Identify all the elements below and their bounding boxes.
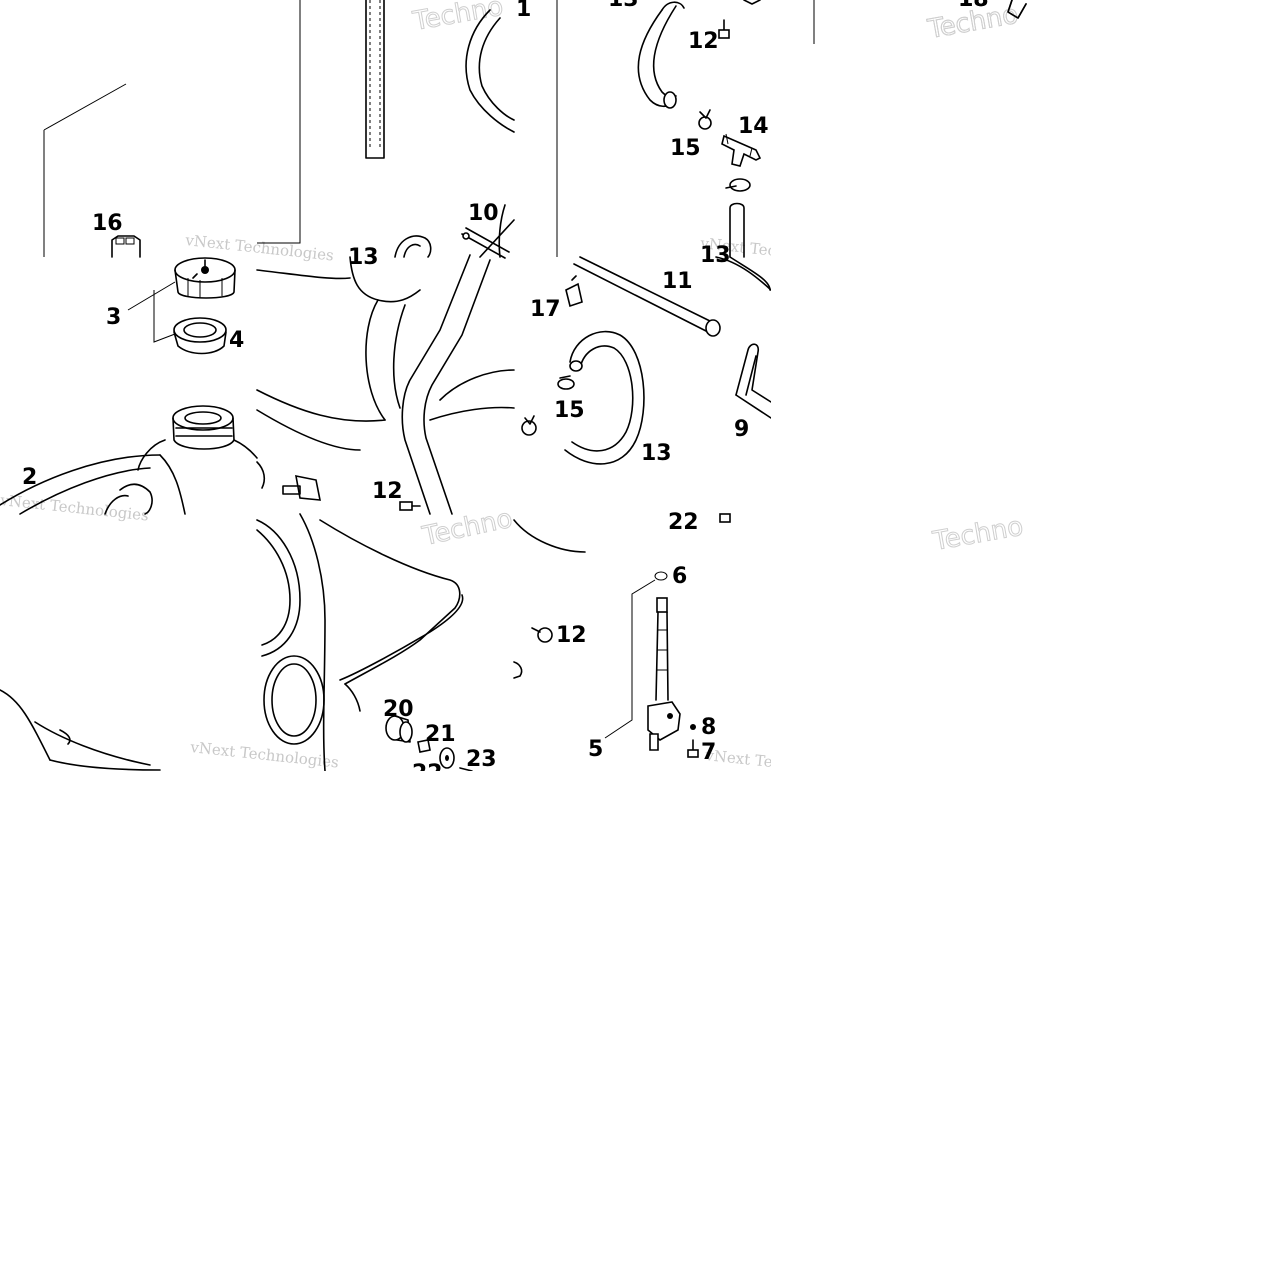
tile-bottom-left <box>0 689 161 771</box>
label-part-5: 5 <box>588 737 603 762</box>
label-part-3: 3 <box>106 305 121 330</box>
clip-part-17 <box>565 275 583 308</box>
label-part-13-center: 13 <box>348 245 379 270</box>
label-part-18: 18 <box>958 0 989 12</box>
label-part-20: 20 <box>383 697 414 722</box>
tile-bottom-right <box>513 513 731 758</box>
label-part-10: 10 <box>468 201 499 226</box>
label-part-21: 21 <box>425 722 456 747</box>
bolt-part-12-left <box>399 501 421 511</box>
tile-bottom-center <box>256 513 473 772</box>
watermark-vnext: vNext Technologies <box>189 738 340 772</box>
tile-center <box>256 219 515 515</box>
label-part-1: 1 <box>516 0 531 22</box>
washer-part-23 <box>439 747 455 769</box>
label-part-9: 9 <box>734 417 749 442</box>
watermark-techno: Techno <box>410 0 505 37</box>
label-part-4: 4 <box>229 328 244 353</box>
part-number-labels: 1 2 3 4 5 6 7 8 9 10 11 12 12 12 13 13 1… <box>22 0 989 786</box>
fuel-cap-part-3 <box>174 257 236 299</box>
tile-top-left <box>43 0 301 258</box>
label-part-2: 2 <box>22 465 37 490</box>
label-part-13-right: 13 <box>641 441 672 466</box>
label-part-13-top: 13 <box>608 0 639 12</box>
label-part-23: 23 <box>466 747 497 772</box>
label-part-22-right: 22 <box>668 510 699 535</box>
label-part-16: 16 <box>92 211 123 236</box>
watermark-techno: Techno <box>419 504 515 552</box>
label-part-17: 17 <box>530 297 561 322</box>
grommet-part-20 <box>385 715 413 743</box>
tile-top-center-left <box>365 0 515 259</box>
rod-part-11 <box>573 256 721 337</box>
tile-middle-left <box>0 257 258 515</box>
tile-top-center-right <box>556 0 1027 291</box>
clamp-small <box>521 415 537 436</box>
label-part-15-mid: 15 <box>554 398 585 423</box>
label-part-6: 6 <box>672 564 687 589</box>
blank-area-right <box>771 44 1285 1285</box>
bushing-part-21 <box>417 739 431 753</box>
label-part-8: 8 <box>701 715 716 740</box>
seal-part-4 <box>173 317 227 355</box>
tile-middle-right <box>521 256 772 465</box>
label-part-18-overlay: 18 <box>958 0 989 12</box>
label-part-14: 14 <box>738 114 769 139</box>
label-part-11: 11 <box>662 269 693 294</box>
clip-part-16 <box>111 235 141 258</box>
hose-part-13 <box>564 330 645 465</box>
bracket-part-22-left <box>282 474 321 501</box>
bolt-part-12-right <box>531 627 553 643</box>
label-part-13-upper-right: 13 <box>700 243 731 268</box>
fuel-tap-part-5 <box>604 571 681 751</box>
label-part-7: 7 <box>701 740 716 765</box>
bracket-part-9 <box>735 343 772 419</box>
blank-area-bottom <box>0 771 771 1285</box>
label-part-12-right: 12 <box>556 623 587 648</box>
rubber-strip-part-1 <box>365 0 385 159</box>
clamp-part-15 <box>698 109 712 130</box>
label-part-12-center: 12 <box>372 479 403 504</box>
tank-filler-neck <box>137 405 258 471</box>
label-part-12-top: 12 <box>688 29 719 54</box>
t-connector-part-14 <box>721 133 762 167</box>
label-part-15-top: 15 <box>670 136 701 161</box>
